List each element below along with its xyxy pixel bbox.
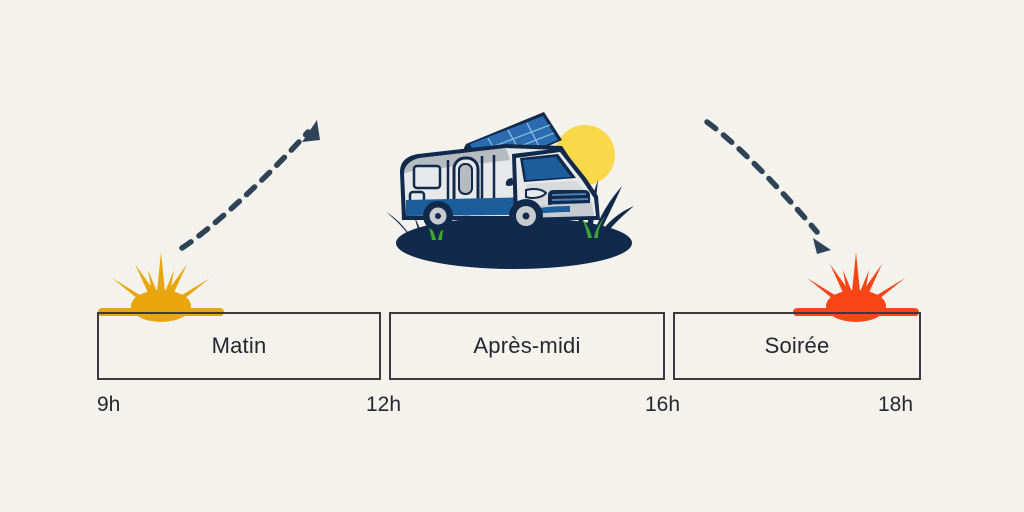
timeline-tick-label: 9h <box>97 393 121 416</box>
timeline-segment-soiree[interactable]: Soirée <box>673 312 921 380</box>
timeline-segment-label: Après-midi <box>473 333 581 358</box>
timeline-tick-label: 18h <box>878 393 914 416</box>
wheel-rear <box>423 201 453 231</box>
timeline-segment-matin[interactable]: Matin <box>97 312 381 380</box>
timeline-tick-label: 16h <box>645 393 681 416</box>
timeline-segment-apres-midi[interactable]: Après-midi <box>389 312 665 380</box>
timeline-ticks: 9h 12h 16h 18h <box>0 393 1024 423</box>
sunset-arrow <box>704 119 831 254</box>
grass-icon <box>424 216 606 240</box>
timeline-tick-label: 12h <box>366 393 402 416</box>
timeline-segment-label: Matin <box>211 333 267 358</box>
timeline: Matin Après-midi Soirée <box>97 312 921 380</box>
sunrise-arrow <box>179 120 320 251</box>
timeline-segment-label: Soirée <box>764 333 830 358</box>
wheel-front <box>509 199 543 233</box>
camper-van-illustration <box>386 100 642 272</box>
